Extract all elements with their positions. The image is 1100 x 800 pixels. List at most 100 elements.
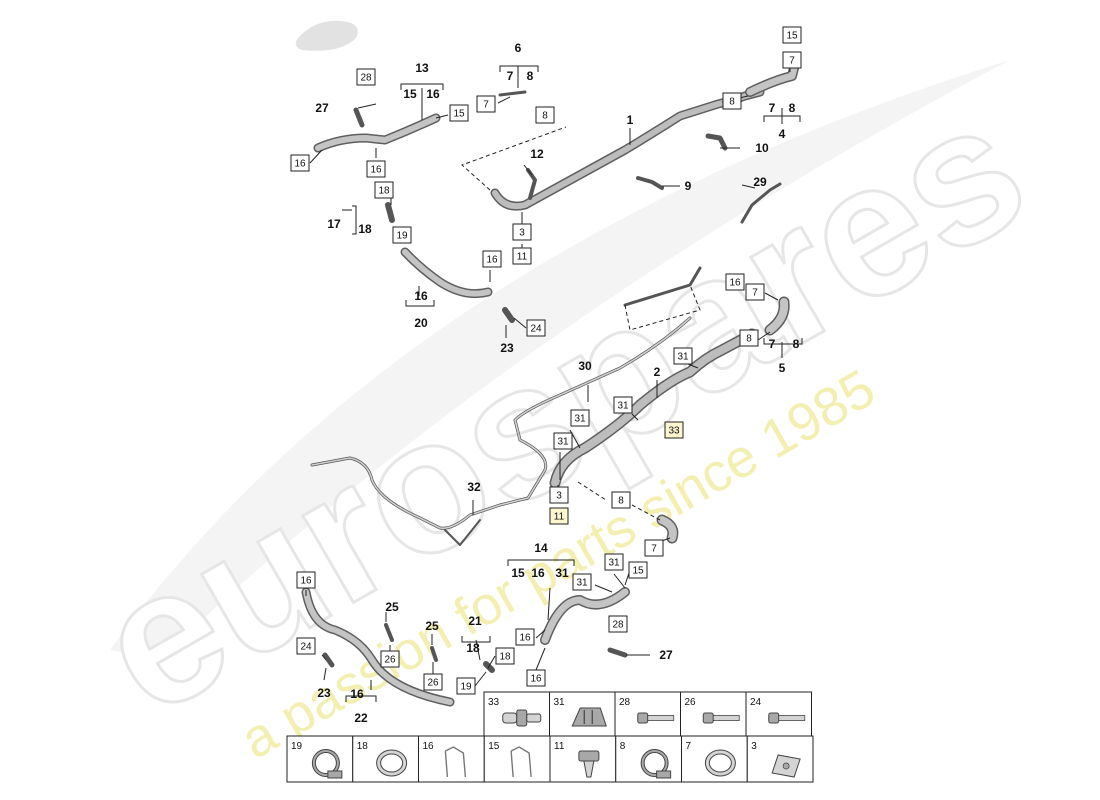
group-bracket-22 — [345, 695, 377, 702]
callout-label: 23 — [500, 341, 514, 355]
leader-16a — [309, 149, 323, 164]
leader-7c — [497, 96, 511, 104]
callout-label: 14 — [534, 541, 548, 555]
part-ref-box-frame — [664, 421, 684, 439]
ring-icon — [704, 749, 736, 777]
part-ref-box-label: 31 — [574, 414, 586, 425]
legend-cell: 33 — [483, 691, 550, 737]
pipe-part-2 — [551, 330, 756, 487]
part-ref-box: 16 — [366, 160, 386, 178]
part-ref-box-label: 28 — [360, 73, 372, 84]
part-ref-box-label: 26 — [427, 678, 439, 689]
part-ref-box-frame — [476, 95, 496, 113]
part-ref-box-label: 19 — [396, 231, 408, 242]
clip-part-23 — [502, 307, 515, 323]
leader-29 — [741, 184, 756, 189]
part-ref-box: 8 — [722, 92, 742, 110]
callout-label: 32 — [467, 480, 481, 494]
legend-cell-label: 16 — [423, 741, 435, 752]
callout-label: 30 — [578, 359, 592, 373]
group-bracket-6 — [499, 65, 539, 72]
callout-label: 27 — [315, 101, 329, 115]
part-ref-box: 31 — [604, 553, 624, 571]
callout-label: 16 — [414, 289, 428, 303]
part-ref-box-frame — [572, 573, 592, 591]
part-ref-box-frame — [482, 250, 502, 268]
legend-cell: 31 — [549, 691, 616, 737]
part-ref-box: 26 — [423, 673, 443, 691]
callout-label: 22 — [354, 711, 368, 725]
bracket-part-10 — [705, 133, 728, 151]
bolt-icon — [768, 712, 806, 724]
bolt-icon — [637, 712, 675, 724]
callout-label: 16 — [350, 687, 364, 701]
callout-label: 12 — [530, 147, 544, 161]
part-ref-box-label: 18 — [499, 652, 511, 663]
legend-cell-label: 8 — [620, 741, 626, 752]
part-ref-box: 16 — [526, 669, 546, 687]
callout-label: 8 — [793, 337, 800, 351]
part-ref-box: 31 — [553, 432, 573, 450]
callout-label: 29 — [753, 175, 767, 189]
part-ref-box: 16 — [515, 628, 535, 646]
part-ref-box-label: 31 — [617, 401, 629, 412]
part-ref-box-label: 7 — [651, 544, 657, 555]
leader-19b — [474, 671, 487, 687]
hose-part-13 — [315, 115, 439, 151]
screw-icon — [578, 750, 600, 778]
group-bracket-4 — [763, 115, 801, 122]
hose-part-4 — [746, 64, 798, 96]
callout-label: 15 — [403, 87, 417, 101]
part-ref-box-label: 33 — [668, 426, 680, 437]
callout-label: 4 — [779, 127, 786, 141]
callout-label: 13 — [415, 61, 429, 75]
wire-clip-icon — [510, 746, 532, 778]
part-ref-box-label: 15 — [632, 566, 644, 577]
leader-16f — [535, 629, 546, 639]
watermark: eurospares a passion for parts since 198… — [63, 58, 1059, 770]
part-ref-box-frame — [515, 628, 535, 646]
legend-cell-label: 19 — [291, 741, 303, 752]
clip-part-25b — [430, 646, 438, 662]
connector-icon — [502, 709, 542, 727]
part-ref-box-frame — [604, 553, 624, 571]
group-bracket-14 — [507, 559, 575, 566]
legend-cell: 16 — [418, 735, 485, 783]
callout-label: 2 — [654, 365, 661, 379]
leader-15a — [435, 114, 449, 119]
part-ref-box: 28 — [608, 615, 628, 633]
part-ref-box-frame — [549, 486, 569, 504]
part-ref-box-frame — [296, 571, 316, 589]
callout-label: 8 — [527, 69, 534, 83]
part-ref-box: 8 — [535, 106, 555, 124]
legend-cell: 19 — [286, 735, 354, 783]
part-ref-box: 7 — [476, 95, 496, 113]
hose-part-5 — [766, 298, 789, 334]
leader-23b — [323, 667, 327, 681]
callout-label: 21 — [468, 614, 482, 628]
part-ref-box: 24 — [296, 637, 316, 655]
callout-label: 7 — [507, 69, 514, 83]
line-part-32 — [444, 519, 481, 546]
leader-31f — [613, 573, 626, 589]
legend-cell-label: 15 — [488, 741, 500, 752]
leader-18b — [487, 655, 496, 669]
leader-24a — [513, 317, 527, 329]
part-ref-box-frame — [374, 181, 394, 199]
legend-cell-frame — [483, 735, 551, 783]
part-ref-box: 18 — [495, 647, 515, 665]
callout-label: 16 — [531, 566, 545, 580]
part-ref-box: 19 — [392, 226, 412, 244]
solid-leaders — [305, 66, 791, 690]
part-ref-box: 16 — [725, 273, 745, 291]
part-ref-box-label: 31 — [576, 578, 588, 589]
group-bracket-17 — [352, 205, 357, 235]
clip-part-6 — [498, 90, 527, 97]
part-ref-box-label: 8 — [746, 334, 752, 345]
dashed-leader-part-8b — [631, 504, 661, 521]
dashed-leader-part-8a — [577, 481, 607, 501]
hose-part-14 — [541, 588, 629, 644]
watermark-brand: eurospares — [65, 60, 1058, 756]
part-ref-box-frame — [745, 283, 765, 301]
part-ref-box: 16 — [296, 571, 316, 589]
